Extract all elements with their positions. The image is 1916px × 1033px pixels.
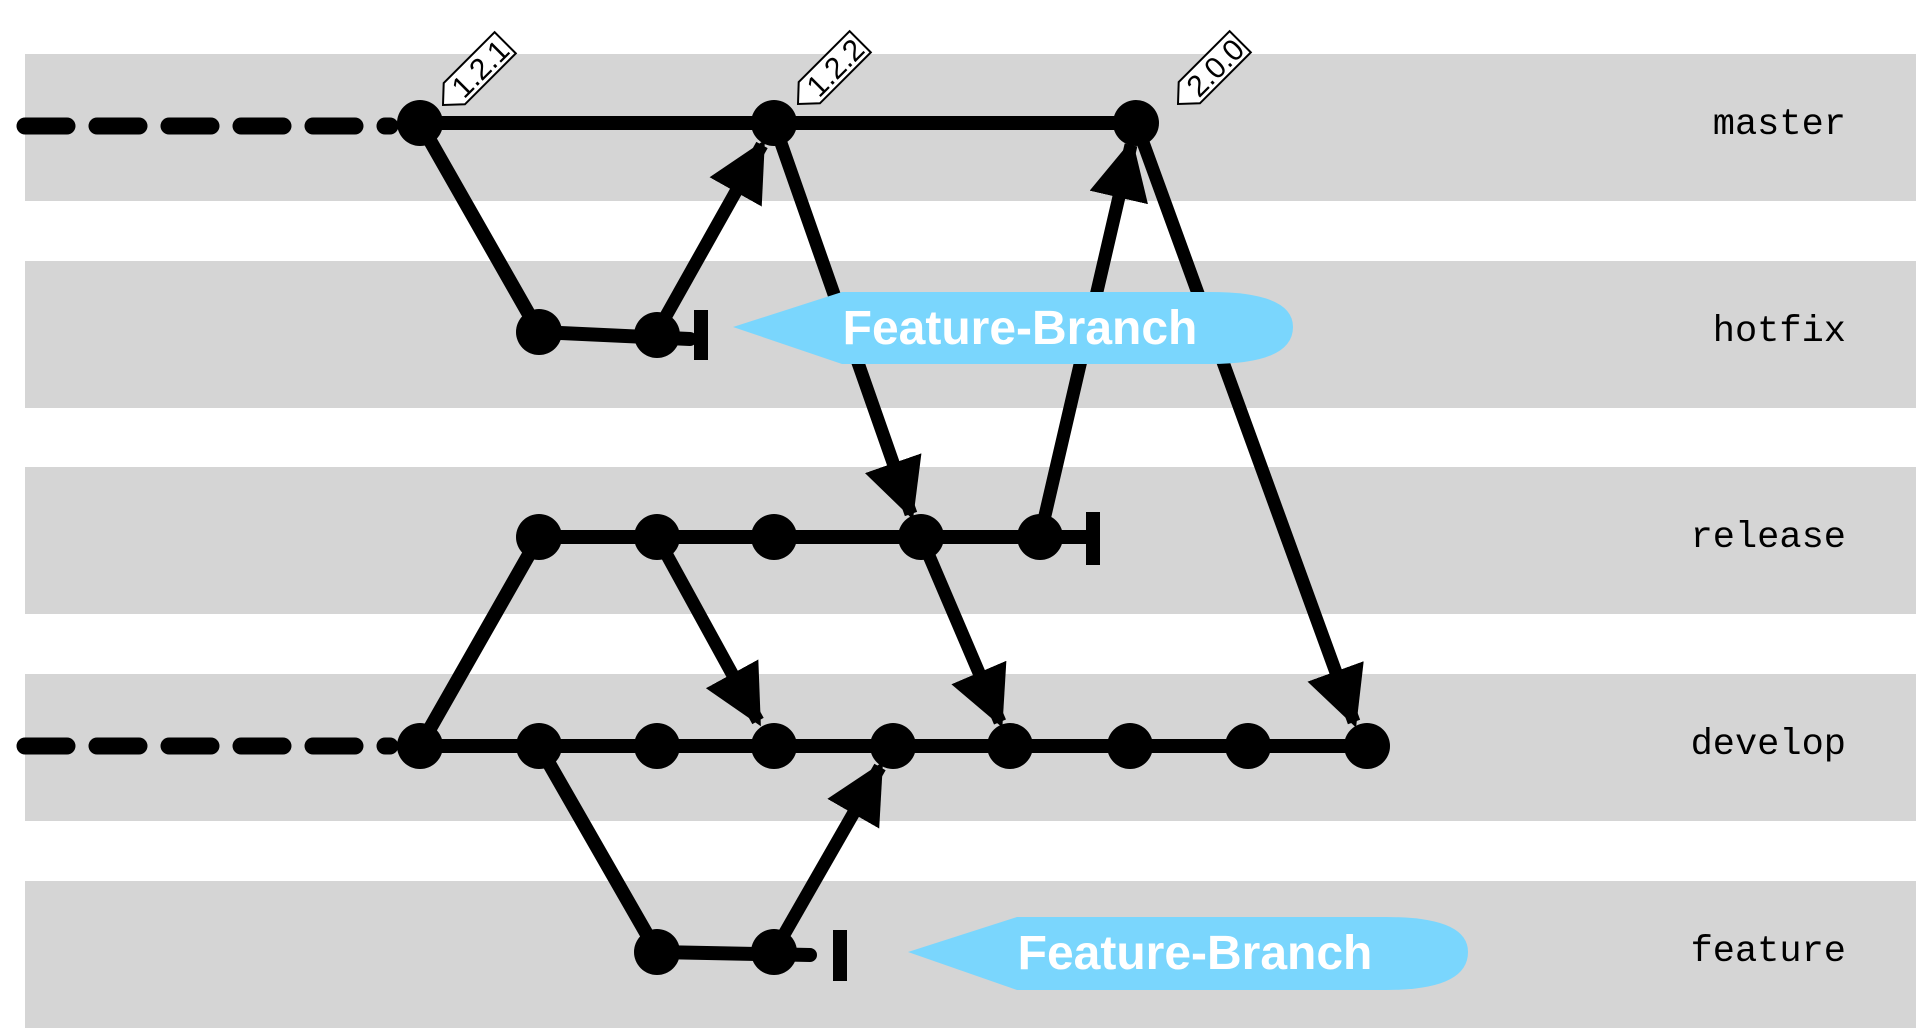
edge-develop-to-feature — [532, 739, 664, 959]
commit-release-3 — [751, 514, 797, 560]
arrow-release-to-develop-2 — [915, 534, 1007, 728]
commit-develop-7 — [1107, 723, 1153, 769]
edge-master-to-hotfix — [413, 116, 546, 339]
lane-label-release: release — [1691, 517, 1846, 559]
commit-develop-8 — [1225, 723, 1271, 769]
commit-develop-4 — [751, 723, 797, 769]
callout-label-feature: Feature-Branch — [1018, 927, 1373, 980]
lane-label-hotfix: hotfix — [1713, 311, 1846, 353]
connector-edges — [413, 116, 664, 959]
lane-label-develop: develop — [1691, 724, 1846, 766]
commit-dots — [397, 100, 1390, 975]
commit-release-4 — [898, 514, 944, 560]
commit-develop-9 — [1344, 723, 1390, 769]
edge-develop-to-release — [413, 530, 546, 753]
commit-develop-6 — [987, 723, 1033, 769]
lane-label-master: master — [1713, 104, 1846, 146]
callout-shape — [733, 292, 1293, 364]
callout-hotfix: Feature-Branch — [733, 292, 1293, 364]
commit-feature-1 — [634, 929, 680, 975]
history-dashes — [16, 117, 399, 755]
callout-shape — [908, 917, 1468, 990]
commit-master-3 — [1113, 100, 1159, 146]
commit-develop-1 — [397, 723, 443, 769]
commit-master-1 — [397, 100, 443, 146]
commit-hotfix-2 — [634, 312, 680, 358]
callout-label-hotfix: Feature-Branch — [843, 302, 1198, 355]
commit-master-2 — [751, 100, 797, 146]
commit-develop-3 — [634, 723, 680, 769]
commit-hotfix-1 — [516, 309, 562, 355]
lane-label-feature: feature — [1691, 931, 1846, 973]
tag-shape — [1176, 29, 1253, 106]
tag-shape — [441, 30, 518, 107]
commit-feature-2 — [751, 929, 797, 975]
arrow-master-to-develop — [1129, 120, 1364, 728]
commit-develop-5 — [870, 723, 916, 769]
commit-release-2 — [634, 514, 680, 560]
arrow-feature-to-develop — [768, 761, 886, 956]
callout-feature: Feature-Branch — [908, 917, 1468, 990]
tag-shape — [796, 29, 873, 106]
arrow-release-to-develop-1 — [651, 533, 764, 727]
branch-end-bars — [694, 310, 1100, 981]
commit-release-1 — [516, 514, 562, 560]
commit-develop-2 — [516, 723, 562, 769]
lane-labels: master hotfix release develop feature — [1691, 104, 1846, 973]
arrow-hotfix-to-master — [651, 139, 768, 336]
commit-release-5 — [1017, 514, 1063, 560]
